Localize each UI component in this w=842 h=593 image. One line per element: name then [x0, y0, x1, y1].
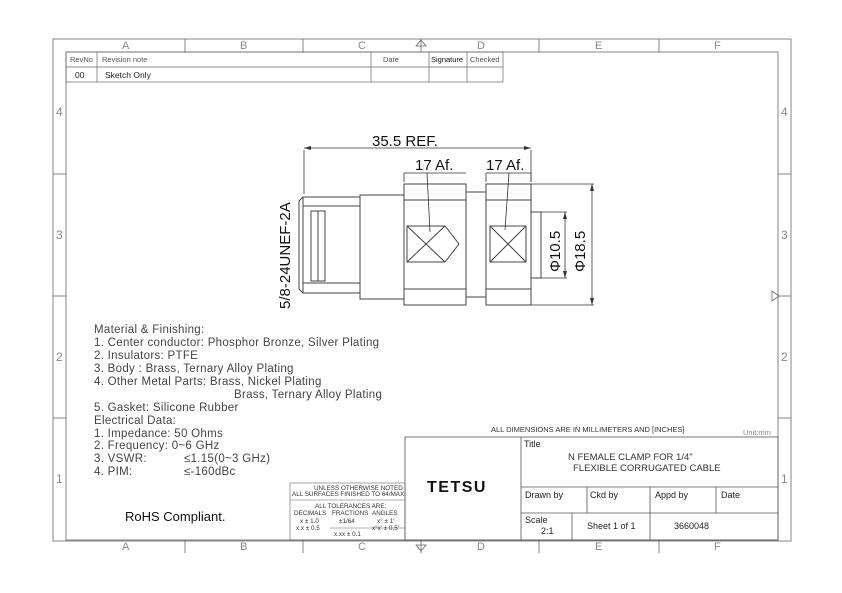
dimensions-note: ALL DIMENSIONS ARE IN MILLIMETERS AND [I… [491, 425, 685, 434]
electrical-vswr-label: 3. VSWR: [94, 453, 147, 465]
grid-number-1-right: 1 [781, 472, 788, 486]
dimension-arrows [304, 146, 594, 305]
grid-number-2: 2 [56, 350, 63, 364]
tol-line-3: ALL TOLERANCES ARE: [315, 503, 387, 510]
drawing-title-line-1: N FEMALE CLAMP FOR 1/4" [568, 452, 693, 463]
dim-hex-2: 17 Af. [486, 157, 525, 174]
rev-header-signature: Signature [431, 55, 464, 64]
dimension-lines [303, 147, 594, 306]
grid-letter-e-bottom: E [595, 541, 603, 553]
outer-frame [52, 38, 792, 542]
grid-number-2-right: 2 [781, 350, 788, 364]
grid-letter-b: B [240, 40, 248, 52]
scale-label: Scale [525, 515, 548, 525]
materials-heading: Material & Finishing: [94, 324, 205, 336]
sheet-number: Sheet 1 of 1 [587, 521, 636, 531]
approved-by-label: Appd by [655, 490, 689, 500]
date-label: Date [721, 490, 741, 500]
grid-number-1: 1 [56, 472, 63, 486]
tol-line-1: UNLESS OTHERWISE NOTED [314, 485, 403, 492]
unit-label: Unit:mm [743, 428, 771, 437]
electrical-vswr-value: ≤1.15(0~3 GHz) [184, 453, 271, 465]
drawing-number: 3660048 [674, 521, 710, 531]
electrical-pim-value: ≤-160dBc [184, 466, 236, 478]
tol-col-fractions: FRACTIONS [332, 510, 369, 517]
tol-col-angles: ANGLES [372, 510, 398, 517]
materials-line-5: 5. Gasket: Silicone Rubber [94, 402, 239, 414]
grid-letter-e: E [595, 40, 603, 52]
dim-outer-diameter: Φ18.5 [572, 230, 589, 272]
materials-line-2: 2. Insulators: PTFE [94, 350, 199, 362]
rev-row-rev: 00 [75, 70, 85, 80]
tol-col-decimals: DECIMALS [294, 510, 327, 517]
dim-overall-length: 35.5 REF. [372, 133, 438, 150]
company-logo-text: TETSU [427, 479, 487, 496]
materials-line-4b: Brass, Ternary Alloy Plating [234, 389, 383, 401]
rev-header-note: Revision note [102, 55, 148, 64]
rev-header-checked: Checked [470, 55, 500, 64]
grid-letter-d-bottom: D [477, 541, 485, 553]
scale-value: 2:1 [541, 526, 554, 536]
electrical-frequency: 2. Frequency: 0~6 GHz [94, 440, 220, 452]
grid-letter-a-bottom: A [122, 541, 130, 553]
connector-drawing [298, 183, 542, 306]
dim-inner-diameter: Φ10.5 [547, 230, 564, 272]
tol-dec-2: x.x ± 0.5 [296, 525, 320, 532]
drawing-title-line-2: FLEXIBLE CORRUGATED CABLE [573, 463, 721, 474]
tol-line-2: ALL SURFACES FINISHED TO 64/MAX. [292, 491, 406, 498]
dim-thread: 5/8-24UNEF-2A [277, 202, 294, 309]
grid-letter-c: C [358, 40, 366, 52]
electrical-pim-label: 4. PIM: [94, 466, 133, 478]
dim-hex-1: 17 Af. [415, 157, 454, 174]
grid-letter-f: F [714, 40, 721, 52]
title-block-lines [404, 436, 779, 541]
electrical-impedance: 1. Impedance: 50 Ohms [94, 428, 224, 440]
materials-line-3: 3. Body : Brass, Ternary Alloy Plating [94, 363, 294, 375]
grid-number-3: 3 [56, 228, 63, 242]
tol-angle-2: x°x' ± 0.5' [372, 525, 399, 532]
rev-row-note: Sketch Only [105, 70, 151, 80]
grid-letter-c-bottom: C [358, 541, 366, 553]
title-label: Title [524, 439, 541, 449]
checked-by-label: Ckd by [590, 490, 619, 500]
rev-header-date: Date [383, 55, 399, 64]
rev-header-rev: RevNo [70, 55, 93, 64]
grid-number-4-right: 4 [781, 105, 788, 119]
revision-table-lines [65, 51, 504, 83]
tol-dec-3: x.xx ± 0.1 [334, 531, 361, 538]
grid-letter-f-bottom: F [714, 541, 721, 553]
grid-letter-b-bottom: B [240, 541, 248, 553]
grid-number-4: 4 [56, 105, 63, 119]
grid-letter-d: D [477, 40, 485, 52]
grid-number-3-right: 3 [781, 228, 788, 242]
electrical-heading: Electrical Data: [94, 415, 177, 427]
tol-dec-1: x ± 1.0 [300, 518, 319, 525]
grid-letter-a: A [122, 40, 130, 52]
drawn-by-label: Drawn by [525, 490, 564, 500]
materials-line-4: 4. Other Metal Parts: Brass, Nickel Plat… [94, 376, 322, 388]
tol-angle-1: x° ± 1' [377, 518, 395, 525]
tol-fraction: ±1/64 [339, 518, 355, 525]
materials-line-1: 1. Center conductor: Phosphor Bronze, Si… [94, 337, 380, 349]
rohs-note: RoHS Compliant. [125, 509, 226, 524]
